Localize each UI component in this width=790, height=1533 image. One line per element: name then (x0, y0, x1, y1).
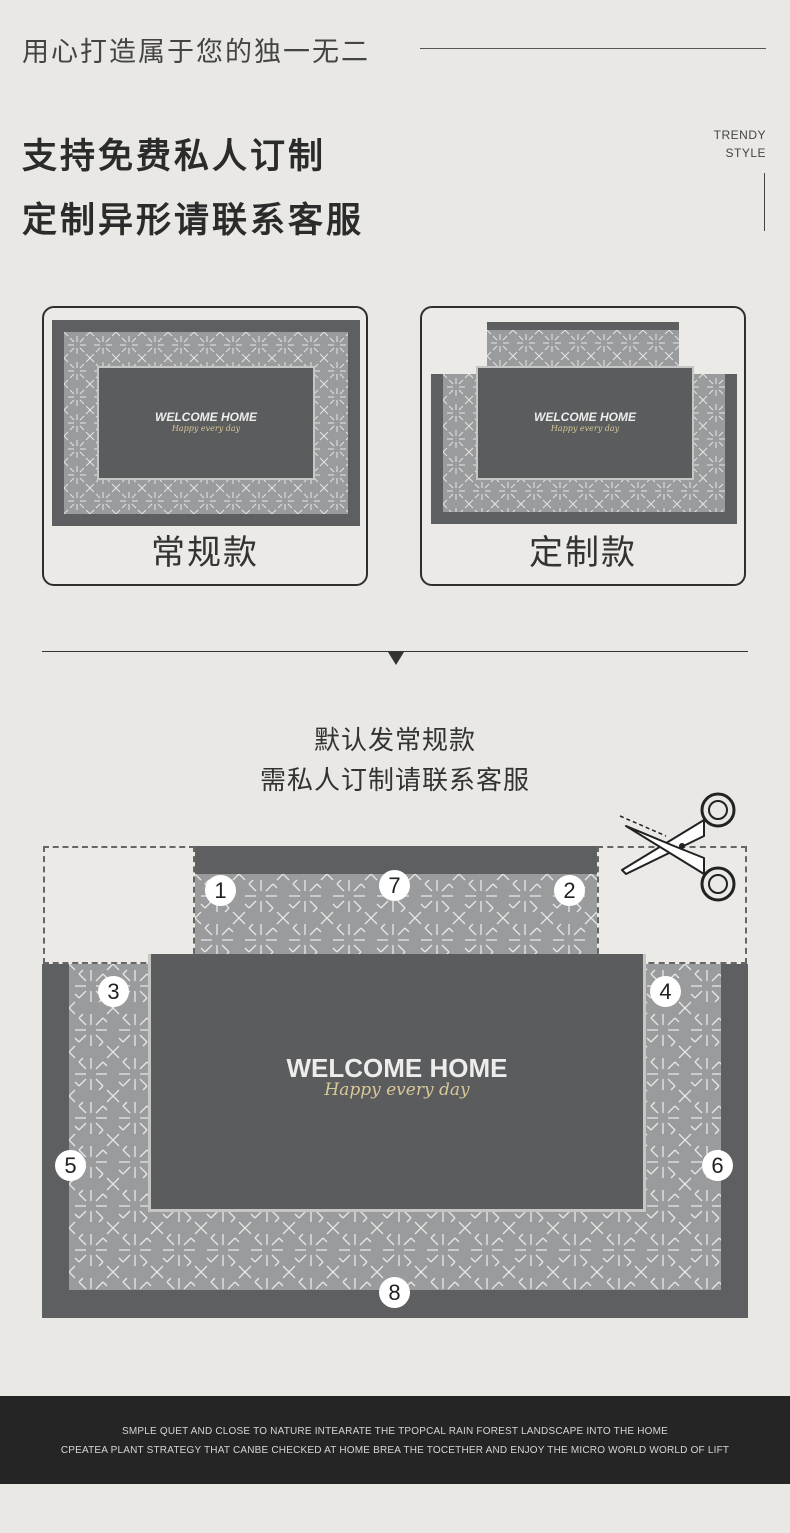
marker-1: 1 (205, 875, 236, 906)
side-tag-line-2: STYLE (725, 146, 766, 160)
regular-mat-title: WELCOME HOME (155, 410, 257, 424)
footer-line-2: CPEATEA PLANT STRATEGY THAT CANBE CHECKE… (60, 1445, 730, 1456)
regular-mat-center: WELCOME HOME Happy every day (97, 366, 315, 480)
custom-mat-tab (487, 322, 679, 370)
regular-mat-image: WELCOME HOME Happy every day (52, 320, 360, 526)
top-rule (420, 48, 766, 49)
footer-band: SMPLE QUET AND CLOSE TO NATURE INTEARATE… (0, 1396, 790, 1484)
headline-line-1: 支持免费私人订制 (22, 137, 327, 177)
scissors-icon (619, 792, 736, 902)
top-slogan: 用心打造属于您的独一无二 (22, 37, 370, 68)
custom-shape-diagram: WELCOME HOME Happy every day 1 2 3 4 5 6… (42, 846, 748, 1318)
cutout-left (43, 846, 195, 964)
down-arrow-icon (388, 652, 404, 665)
side-tag: TRENDY STYLE (714, 126, 766, 162)
regular-style-card: WELCOME HOME Happy every day 常规款 (42, 306, 368, 586)
marker-5: 5 (55, 1150, 86, 1181)
diagram-mat-script: Happy every day (324, 1080, 470, 1100)
custom-mat-center: WELCOME HOME Happy every day (476, 366, 694, 480)
regular-style-label: 常规款 (151, 533, 259, 573)
custom-mat-script: Happy every day (550, 424, 620, 433)
custom-mat-title: WELCOME HOME (534, 410, 636, 424)
footer-line-1: SMPLE QUET AND CLOSE TO NATURE INTEARATE… (121, 1426, 669, 1437)
marker-6: 6 (702, 1150, 733, 1181)
diagram-mat-center: WELCOME HOME Happy every day (148, 954, 646, 1212)
marker-4: 4 (650, 976, 681, 1007)
regular-mat-script: Happy every day (171, 424, 241, 433)
note-line-2: 需私人订制请联系客服 (259, 766, 530, 796)
diagram-mat-tab (195, 846, 597, 964)
marker-3: 3 (98, 976, 129, 1007)
custom-mat-image: WELCOME HOME Happy every day (431, 320, 737, 526)
custom-style-card: WELCOME HOME Happy every day 定制款 (420, 306, 746, 586)
side-tag-bar (764, 173, 765, 231)
marker-7: 7 (379, 870, 410, 901)
cutout-right (597, 846, 747, 964)
note-line-1: 默认发常规款 (313, 726, 476, 756)
headline-line-2: 定制异形请联系客服 (22, 201, 365, 241)
marker-2: 2 (554, 875, 585, 906)
custom-style-label: 定制款 (529, 533, 637, 573)
section-divider (42, 651, 748, 652)
diagram-mat-title: WELCOME HOME (286, 1053, 508, 1083)
side-tag-line-1: TRENDY (713, 128, 766, 142)
marker-8: 8 (379, 1277, 410, 1308)
